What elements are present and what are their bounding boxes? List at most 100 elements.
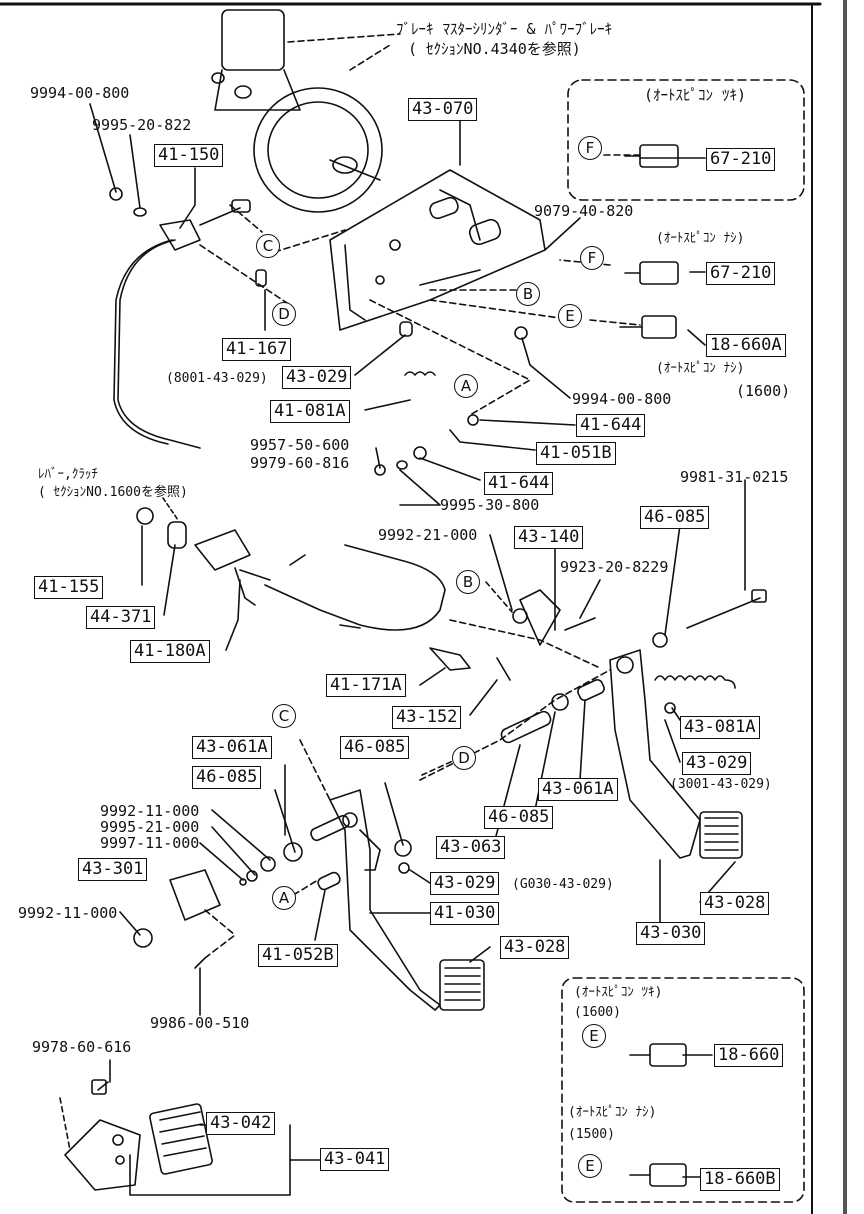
part-box-43-301[interactable]: 43-301 [78, 858, 148, 881]
ref-circle-c-mid: C [272, 704, 296, 728]
part-box-43-029-a[interactable]: 43-029 [282, 366, 352, 389]
leader-master-cyl [287, 33, 401, 43]
part-box-41-644-b[interactable]: 41-644 [484, 472, 554, 495]
bushing-43-061a [577, 679, 605, 701]
bolts [91, 554, 767, 1095]
part-box-46-085-c[interactable]: 46-085 [192, 766, 262, 789]
part-9986-00-510: 9986-00-510 [150, 1014, 250, 1032]
return-spring-clutch [404, 371, 436, 376]
ref-circle-f-top: F [578, 136, 602, 160]
ref-circle-b-mid: B [456, 570, 480, 594]
part-box-43-152[interactable]: 43-152 [392, 706, 462, 729]
ref-circle-f-mid: F [580, 246, 604, 270]
part-box-43-029-c[interactable]: 43-029 [430, 872, 500, 895]
bracket-43-301 [169, 869, 221, 921]
part-box-43-041[interactable]: 43-041 [320, 1148, 390, 1171]
part-box-18-660[interactable]: 18-660 [714, 1044, 784, 1067]
part-9994-00-800-a: 9994-00-800 [30, 84, 130, 102]
part-box-43-061a-a[interactable]: 43-061A [192, 736, 272, 759]
part-box-44-371[interactable]: 44-371 [86, 606, 156, 629]
part-box-43-063[interactable]: 43-063 [436, 836, 506, 859]
brake-booster-illustration [211, 9, 383, 213]
part-9079-40-820: 9079-40-820 [534, 202, 634, 220]
ref-circle-d-mid: D [452, 746, 476, 770]
part-9992-21-000: 9992-21-000 [378, 526, 478, 544]
part-box-41-052b[interactable]: 41-052B [258, 944, 338, 967]
bushing-41-052b [317, 871, 341, 891]
part-box-43-028-a[interactable]: 43-028 [700, 892, 770, 915]
option-without-18660a: (ｵｰﾄｽﾋﾟｺﾝ ﾅｼ) [656, 361, 745, 376]
shaft-43-063 [500, 710, 552, 744]
part-box-43-070[interactable]: 43-070 [408, 98, 478, 121]
option-1500-bottom: (1500) [568, 1127, 615, 1142]
small-note-8001: (8001-43-029) [166, 371, 268, 386]
part-box-67-210-b[interactable]: 67-210 [706, 262, 776, 285]
clutch-cable-illustration [113, 199, 251, 449]
part-box-43-029-b[interactable]: 43-029 [682, 752, 752, 775]
part-box-43-140[interactable]: 43-140 [514, 526, 584, 549]
part-9995-21-000: 9995-21-000 [100, 818, 200, 836]
top-note-line2: ( ｾｸｼｮﾝNO.4340を参照) [408, 40, 581, 58]
part-box-43-042[interactable]: 43-042 [206, 1112, 276, 1135]
part-box-43-081a[interactable]: 43-081A [680, 716, 760, 739]
part-9978-60-616: 9978-60-616 [32, 1038, 132, 1056]
clutch-pedal-illustration [329, 789, 485, 1011]
release-cable [264, 544, 446, 631]
brake-switch-illustration [619, 144, 687, 1187]
clutch-note-line1: ﾚﾊﾞｰ,ｸﾗｯﾁ [38, 467, 98, 482]
part-9995-30-800: 9995-30-800 [440, 496, 540, 514]
part-1600-note: (1600) [736, 382, 791, 400]
leader-lines [89, 103, 746, 1196]
ref-circle-e-box2: E [578, 1154, 602, 1178]
part-9923-20-8229: 9923-20-8229 [560, 558, 669, 576]
part-9981-31-0215: 9981-31-0215 [680, 468, 789, 486]
optional-box-bottom [561, 977, 805, 1203]
bracket-41-171a [429, 647, 471, 671]
part-box-43-030[interactable]: 43-030 [636, 922, 706, 945]
ref-circle-e-top: E [558, 304, 582, 328]
part-box-41-155[interactable]: 41-155 [34, 576, 104, 599]
part-9994-00-800-b: 9994-00-800 [572, 390, 672, 408]
part-box-41-150[interactable]: 41-150 [154, 144, 224, 167]
part-box-46-085-b[interactable]: 46-085 [340, 736, 410, 759]
part-box-41-644-a[interactable]: 41-644 [576, 414, 646, 437]
clutch-note-line2: ( ｾｸｼｮﾝNO.1600を参照) [38, 485, 188, 500]
part-box-18-660b[interactable]: 18-660B [700, 1168, 780, 1191]
ref-circle-a-low: A [272, 886, 296, 910]
ref-circle-c-top: C [256, 234, 280, 258]
clip-43-152 [496, 657, 511, 681]
optional-box-top [567, 79, 805, 201]
return-spring-brake [654, 675, 736, 689]
option-1600-bottom: (1600) [574, 1005, 621, 1020]
part-box-41-030[interactable]: 41-030 [430, 902, 500, 925]
small-fasteners [109, 187, 676, 948]
part-9995-20-822: 9995-20-822 [92, 116, 192, 134]
part-box-41-167[interactable]: 41-167 [222, 338, 292, 361]
ref-circle-a-top: A [454, 374, 478, 398]
part-box-46-085-d[interactable]: 46-085 [484, 806, 554, 829]
bushing-43-061a-2 [310, 814, 350, 842]
part-box-43-061a-b[interactable]: 43-061A [538, 778, 618, 801]
bracket-43-140 [519, 589, 561, 646]
part-box-41-081a[interactable]: 41-081A [270, 400, 350, 423]
part-9992-11-000-a: 9992-11-000 [100, 802, 200, 820]
clutch-lever [194, 529, 251, 571]
part-box-67-210-a[interactable]: 67-210 [706, 148, 776, 171]
part-9997-11-000: 9997-11-000 [100, 834, 200, 852]
part-box-46-085-a[interactable]: 46-085 [640, 506, 710, 529]
small-note-g030: (G030-43-029) [512, 877, 614, 892]
option-with-bottom: (ｵｰﾄｽﾋﾟｺﾝ ﾂｷ) [574, 985, 663, 1000]
part-box-43-028-b[interactable]: 43-028 [500, 936, 570, 959]
part-box-18-660a[interactable]: 18-660A [706, 334, 786, 357]
brake-pedal-illustration [609, 649, 743, 859]
option-without-mid: (ｵｰﾄｽﾋﾟｺﾝ ﾅｼ) [656, 231, 745, 246]
small-note-3001: (3001-43-029) [670, 777, 772, 792]
part-box-41-051b[interactable]: 41-051B [536, 442, 616, 465]
part-9957-50-600: 9957-50-600 [250, 436, 350, 454]
part-box-41-180a[interactable]: 41-180A [130, 640, 210, 663]
part-box-41-171a[interactable]: 41-171A [326, 674, 406, 697]
option-without-bottom: (ｵｰﾄｽﾋﾟｺﾝ ﾅｼ) [568, 1105, 657, 1120]
option-with-top: (ｵｰﾄｽﾋﾟｺﾝ ﾂｷ) [644, 86, 747, 104]
